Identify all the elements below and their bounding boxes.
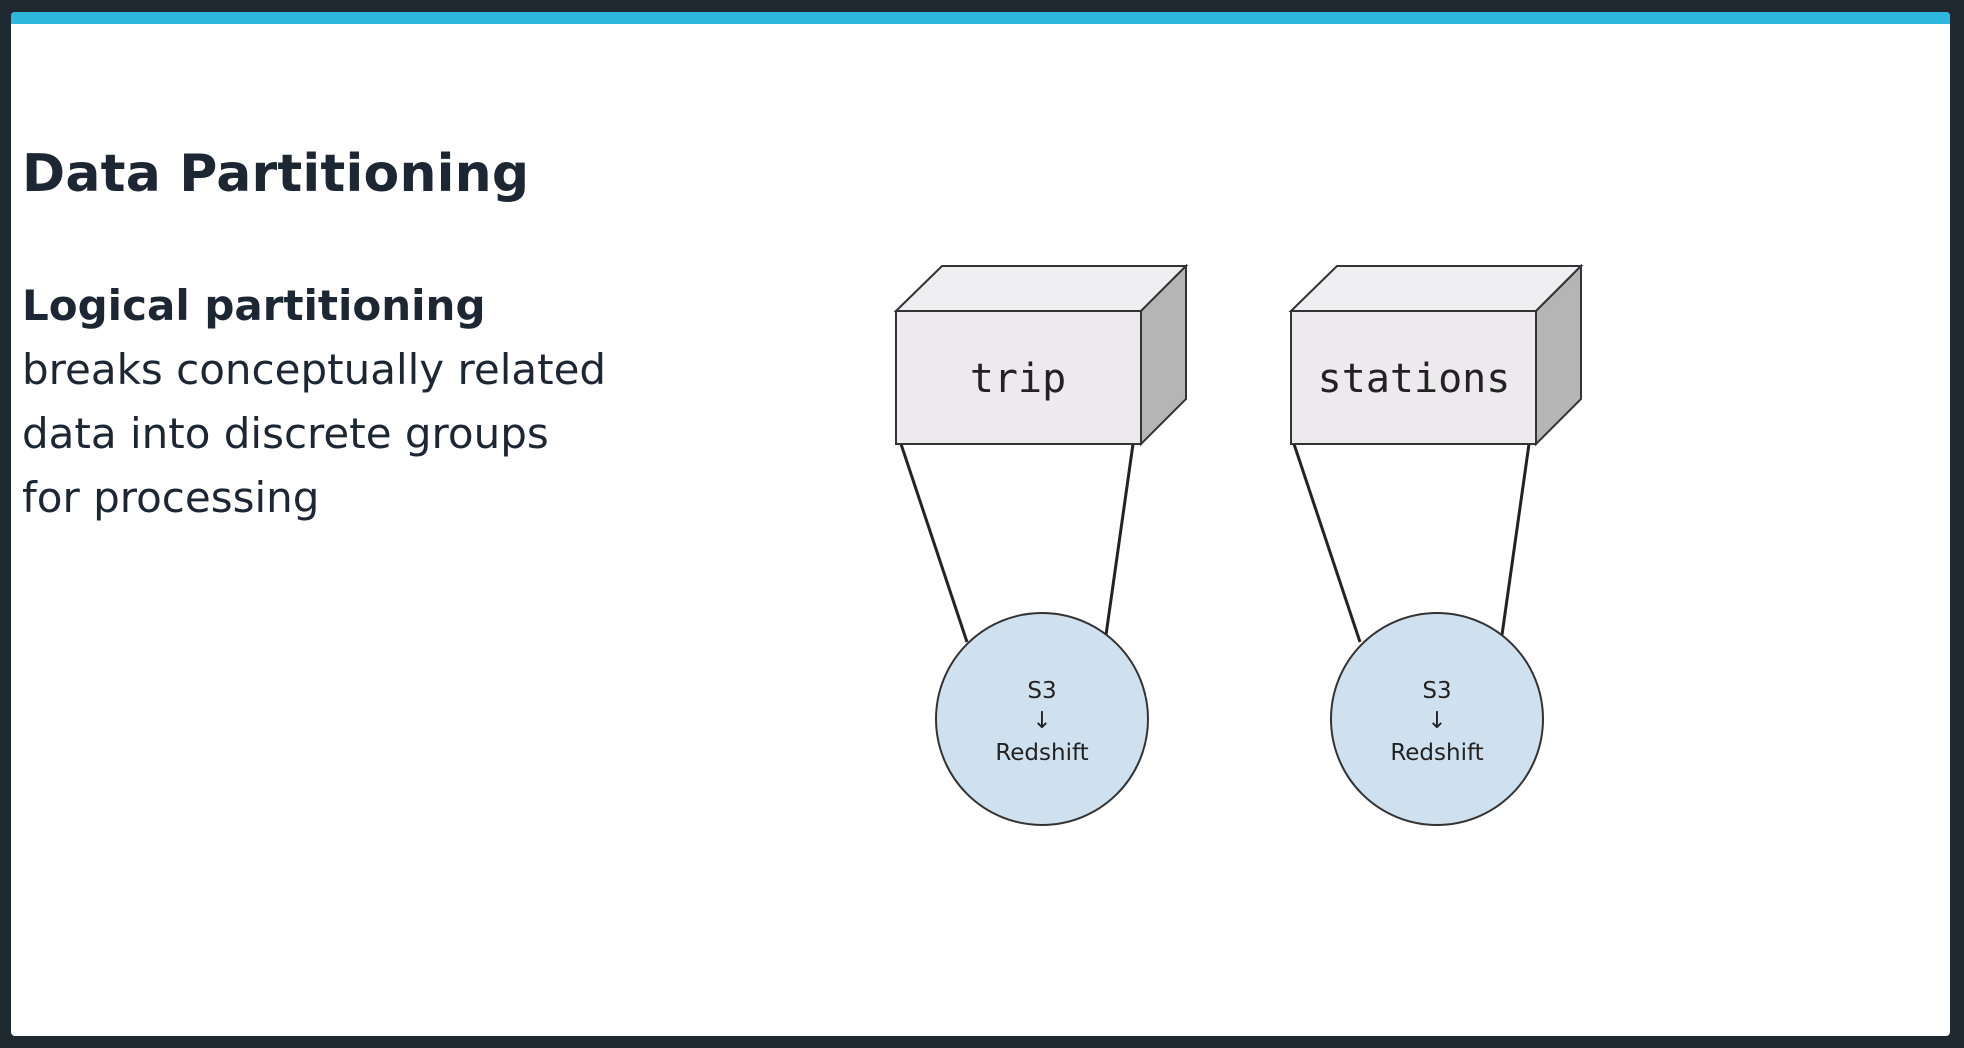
connector-line	[1103, 443, 1135, 643]
box-top-face	[893, 265, 1189, 312]
arrow-down-icon: ↓	[1032, 708, 1051, 734]
source-label: S3	[1027, 678, 1056, 704]
arrow-down-icon: ↓	[1427, 708, 1446, 734]
connector-line	[899, 443, 969, 643]
partition-diagram: trip S3 ↓ Redshift stations S3 ↓ Redshif…	[893, 263, 1584, 826]
connector-line	[1499, 443, 1531, 643]
slide: Data Partitioning Logical partitioning b…	[11, 12, 1950, 1036]
body-line-2: data into discrete groups	[22, 409, 549, 458]
source-label: S3	[1422, 678, 1451, 704]
body-line-3: for processing	[22, 473, 320, 522]
target-label: Redshift	[995, 740, 1088, 766]
connector-line	[1292, 443, 1362, 643]
partition-group-stations: stations S3 ↓ Redshift	[1288, 263, 1584, 826]
table-label-trip: trip	[970, 356, 1066, 402]
slide-title: Data Partitioning	[22, 144, 530, 204]
storage-circle-stations	[1330, 612, 1544, 826]
body-lead: Logical partitioning	[22, 281, 486, 330]
target-label: Redshift	[1390, 740, 1483, 766]
table-label-stations: stations	[1318, 356, 1511, 402]
box-top-face	[1288, 265, 1584, 312]
table-box-trip	[895, 310, 1142, 445]
storage-circle-trip	[935, 612, 1149, 826]
body-line-1: breaks conceptually related	[22, 345, 607, 394]
table-box-stations	[1290, 310, 1537, 445]
partition-group-trip: trip S3 ↓ Redshift	[893, 263, 1189, 826]
slide-body: Logical partitioning breaks conceptually…	[22, 274, 742, 530]
slide-accent-bar	[11, 12, 1950, 24]
